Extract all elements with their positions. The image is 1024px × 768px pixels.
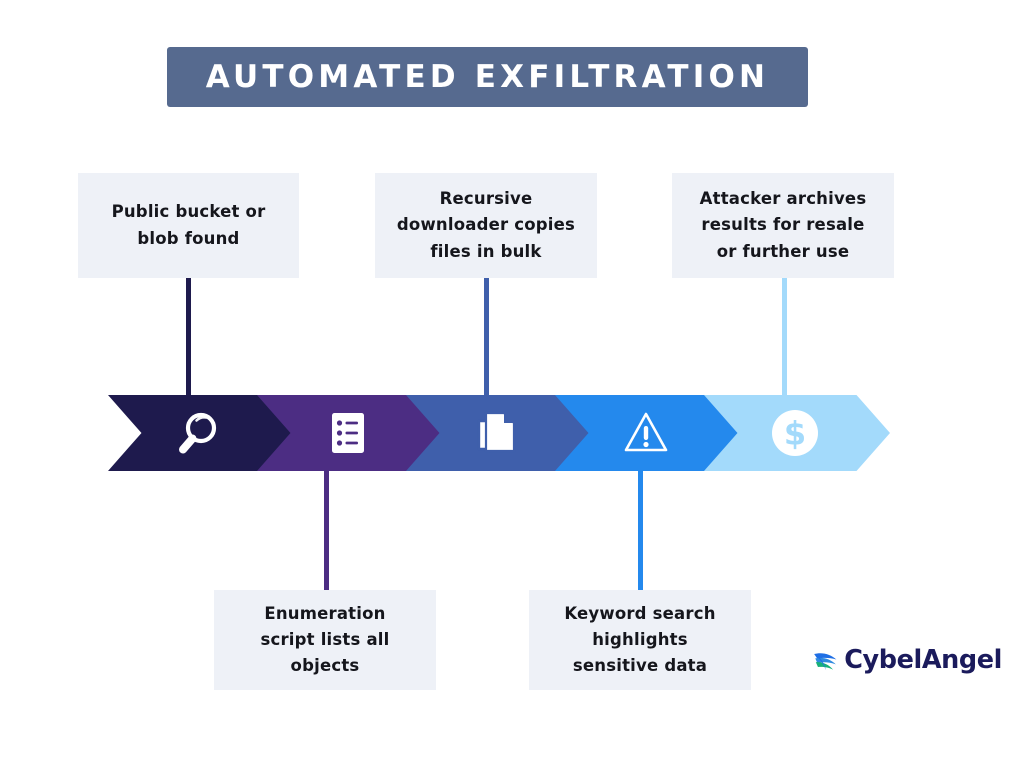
wing-swoosh-icon — [814, 653, 837, 671]
page-title-banner: AUTOMATED EXFILTRATION — [167, 47, 808, 107]
step-label-5: Attacker archives results for resale or … — [699, 189, 867, 261]
connector-line-step-1 — [186, 277, 191, 399]
list-icon — [332, 413, 364, 453]
connector-line-step-5 — [782, 277, 787, 399]
magnifier-icon — [179, 412, 217, 454]
copy-documents-icon — [477, 411, 516, 453]
page-title: AUTOMATED EXFILTRATION — [205, 59, 770, 95]
step-label-box-5: Attacker archives results for resale or … — [672, 173, 894, 278]
step-label-4: Keyword search highlights sensitive data — [564, 603, 716, 676]
step-label-box-2: Enumeration script lists all objects — [214, 590, 436, 690]
brand-wordmark: CybelAngel — [844, 645, 1002, 675]
dollar-circle-icon: $ — [772, 410, 818, 456]
svg-text:$: $ — [784, 415, 806, 453]
brand-logo: CybelAngel — [812, 632, 1002, 688]
step-label-3: Recursive downloader copies files in bul… — [396, 189, 576, 261]
step-label-box-3: Recursive downloader copies files in bul… — [375, 173, 597, 278]
step-label-1: Public bucket or blob found — [111, 202, 266, 248]
step-label-box-1: Public bucket or blob found — [78, 173, 299, 278]
process-step-1[interactable] — [108, 395, 294, 471]
connector-line-step-2 — [324, 468, 329, 590]
warning-triangle-icon — [624, 412, 668, 452]
step-label-2: Enumeration script lists all objects — [260, 603, 390, 676]
step-label-box-4: Keyword search highlights sensitive data — [529, 590, 751, 690]
connector-line-step-3 — [484, 277, 489, 399]
connector-line-step-4 — [638, 468, 643, 590]
